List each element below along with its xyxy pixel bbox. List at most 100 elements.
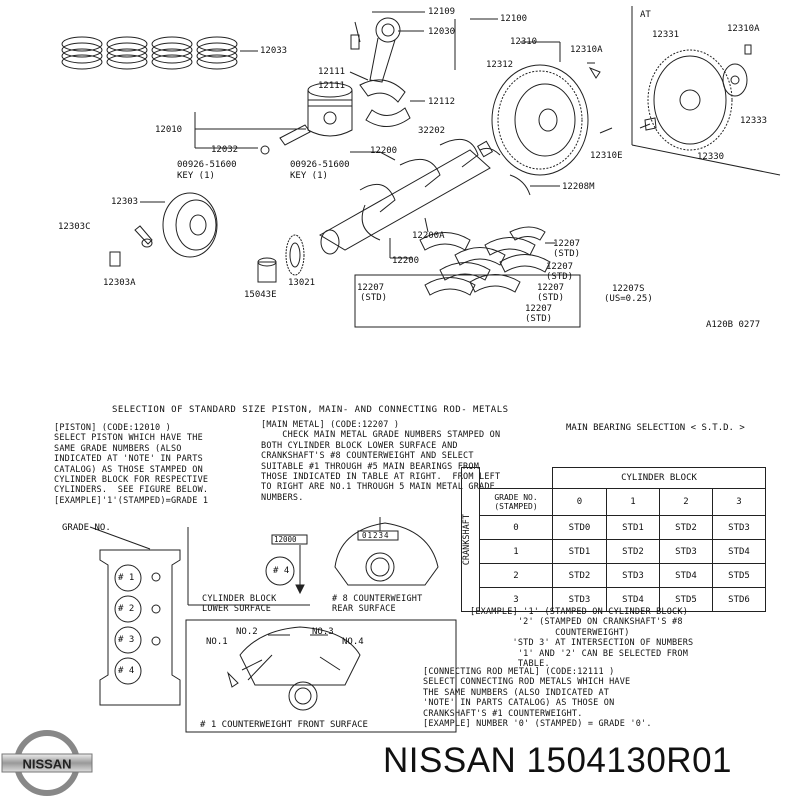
table-cell: STD3 bbox=[552, 587, 607, 612]
label-main-bearing-4-std: (STD) bbox=[537, 293, 565, 303]
label-key-left-desc: KEY (1) bbox=[177, 171, 215, 181]
table-cell: STD3 bbox=[659, 539, 713, 564]
main-bearing-selection-title: MAIN BEARING SELECTION < S.T.D. > bbox=[566, 423, 745, 433]
at-driveplate-drawing bbox=[631, 6, 781, 176]
cw-caption: # 8 COUNTERWEIGHT REAR SURFACE bbox=[332, 594, 423, 615]
front-no4: NO.4 bbox=[342, 637, 364, 647]
crank-pulley-drawing bbox=[109, 192, 218, 267]
label-main-bearing-5-std: (STD) bbox=[525, 314, 553, 324]
table-cell: STD3 bbox=[712, 515, 766, 540]
front-no1: NO.1 bbox=[206, 637, 228, 647]
part-number-title: NISSAN 1504130R01 bbox=[383, 741, 732, 780]
label-at-driveplate: 12331 bbox=[652, 30, 680, 40]
table-row: 2 STD2 STD3 STD4 STD5 bbox=[462, 563, 766, 588]
sprocket-drawing bbox=[257, 234, 305, 283]
piston-rings-drawing bbox=[61, 36, 258, 70]
piston-selection-text: [PISTON] (CODE:12010 ) SELECT PISTON WHI… bbox=[54, 423, 209, 506]
table-col-grade-3: 3 bbox=[712, 488, 766, 516]
main-bearings-drawing bbox=[354, 226, 581, 328]
label-rings: 12033 bbox=[260, 46, 288, 56]
front-no3: NO.3 bbox=[312, 627, 334, 637]
nissan-logo: NISSAN bbox=[0, 730, 94, 796]
table-cell: STD1 bbox=[606, 515, 660, 540]
label-flywheel-bolt: 12310A bbox=[570, 45, 603, 55]
label-main-bearing-1: 12207 bbox=[553, 239, 581, 249]
label-main-bearing-5: 12207 bbox=[525, 304, 553, 314]
label-flywheel-assy: 12310 bbox=[510, 37, 538, 47]
table-col-grade-0: 0 bbox=[552, 488, 607, 516]
label-piston: 12010 bbox=[155, 125, 183, 135]
label-key-right-code: 00926-51600 bbox=[290, 160, 350, 170]
block-stamp: 12000 bbox=[274, 535, 297, 544]
label-key-right-desc: KEY (1) bbox=[290, 171, 328, 181]
label-bearing-lower: 12111 bbox=[318, 81, 346, 91]
table-col-header: CYLINDER BLOCK bbox=[552, 467, 766, 489]
block-lower-surface-drawing bbox=[187, 527, 310, 606]
drawing-number: A120B 0277 bbox=[706, 320, 761, 330]
front-no2: NO.2 bbox=[236, 627, 258, 637]
cylinder-4-label: # 4 bbox=[118, 666, 135, 676]
table-row-grade: 3 bbox=[479, 587, 553, 612]
label-crankshaft: 12200 bbox=[392, 256, 420, 266]
table-row-header: CRANKSHAFT bbox=[461, 467, 480, 612]
counterweight-front-drawing bbox=[185, 619, 457, 733]
label-at-bolt: 12310A bbox=[727, 24, 760, 34]
label-pulley: 12303 bbox=[111, 197, 139, 207]
cylinder-2-label: # 2 bbox=[118, 604, 135, 614]
label-pulley-bolt: 12303A bbox=[103, 278, 136, 288]
table-row-grade: 2 bbox=[479, 563, 553, 588]
label-main-bearing-2-std: (STD) bbox=[546, 272, 574, 282]
label-key-left-code: 00926-51600 bbox=[177, 160, 237, 170]
label-bearing-upper: 12111 bbox=[318, 67, 346, 77]
table-cell: STD2 bbox=[606, 539, 660, 564]
label-ring-gear: 12312 bbox=[486, 60, 514, 70]
label-main-bearing-us-desc: (US=0.25) bbox=[604, 294, 653, 304]
label-pilot-bushing: 12310E bbox=[590, 151, 623, 161]
table-row: 3 STD3 STD4 STD5 STD6 bbox=[462, 587, 766, 612]
example-text: [EXAMPLE] '1' (STAMPED ON CYLINDER BLOCK… bbox=[470, 607, 694, 670]
table-cell: STD2 bbox=[552, 563, 607, 588]
grade-no-label: GRADE NO. bbox=[62, 523, 111, 533]
nissan-logo-text: NISSAN bbox=[22, 757, 71, 772]
crankshaft-drawing bbox=[319, 138, 560, 259]
table-cell: STD5 bbox=[712, 563, 766, 588]
label-pulley-washer: 12303C bbox=[58, 222, 91, 232]
table-row-grade: 1 bbox=[479, 539, 553, 564]
label-at-assy: 12330 bbox=[697, 152, 725, 162]
table-row-grade: 0 bbox=[479, 515, 553, 540]
label-crank-pulley-bolt: 12200A bbox=[412, 231, 445, 241]
label-main-bearing-2: 12207 bbox=[546, 262, 574, 272]
label-bearing-b: 12112 bbox=[428, 97, 456, 107]
label-conrod-assy: 12100 bbox=[500, 14, 528, 24]
label-main-bearing-1-std: (STD) bbox=[553, 249, 581, 259]
main-metal-text: [MAIN METAL] (CODE:12207 ) CHECK MAIN ME… bbox=[261, 420, 501, 503]
front-caption: # 1 COUNTERWEIGHT FRONT SURFACE bbox=[200, 720, 368, 730]
table-cell: STD1 bbox=[552, 539, 607, 564]
table-cell: STD2 bbox=[659, 515, 713, 540]
selection-title: SELECTION OF STANDARD SIZE PISTON, MAIN-… bbox=[112, 405, 509, 415]
table-cell: STD6 bbox=[712, 587, 766, 612]
table-row: 0 STD0 STD1 STD2 STD3 bbox=[462, 515, 766, 540]
label-conrod-cap: 12030 bbox=[428, 27, 456, 37]
conrod-metal-text: [CONNECTING ROD METAL] (CODE:12111 ) SEL… bbox=[423, 667, 652, 730]
main-bearing-table: CRANKSHAFT CYLINDER BLOCK GRADE NO.(STAM… bbox=[461, 467, 766, 612]
selection-drawings bbox=[89, 517, 457, 733]
label-thrust-washer: 12208M bbox=[562, 182, 595, 192]
label-main-bearing-us: 12207S bbox=[612, 284, 645, 294]
label-dowel: 32202 bbox=[418, 126, 446, 136]
table-corner: GRADE NO.(STAMPED) bbox=[479, 488, 553, 516]
exploded-view-drawing bbox=[61, 6, 781, 328]
table-col-grade-1: 1 bbox=[606, 488, 660, 516]
table-cell: STD3 bbox=[606, 563, 660, 588]
label-main-bearing-4: 12207 bbox=[537, 283, 565, 293]
cylinder-block-outline bbox=[89, 526, 181, 706]
label-at-plate: 12333 bbox=[740, 116, 768, 126]
block-number: # 4 bbox=[273, 566, 290, 576]
piston-drawing bbox=[194, 82, 353, 155]
label-crank-gear: 12200 bbox=[370, 146, 398, 156]
cylinder-1-label: # 1 bbox=[118, 573, 135, 583]
label-conrod-bolt: 12109 bbox=[428, 7, 456, 17]
cw-stamp: 01234 bbox=[362, 531, 390, 540]
flywheel-drawing bbox=[491, 41, 613, 176]
table-cell: STD0 bbox=[552, 515, 607, 540]
